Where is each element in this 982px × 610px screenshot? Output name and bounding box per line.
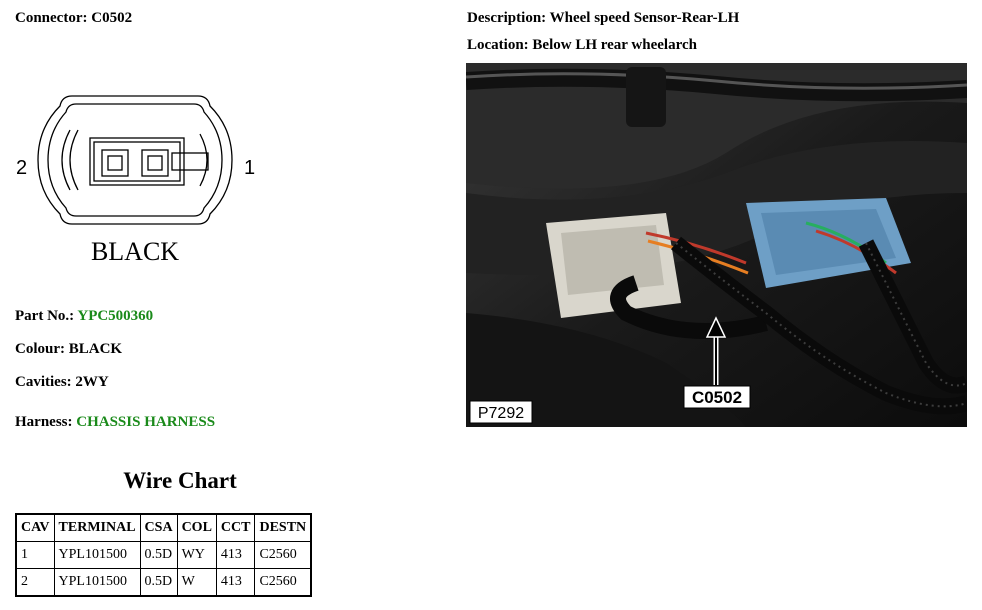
harness-link[interactable]: CHASSIS HARNESS: [76, 414, 216, 430]
harness-label: Harness:: [15, 414, 73, 430]
cavities-line: Cavities: 2WY: [15, 374, 109, 390]
header-csa: CSA: [139, 513, 178, 542]
header-cav: CAV: [15, 513, 55, 542]
harness-line: Harness: CHASSIS HARNESS: [15, 414, 215, 431]
header-col: COL: [176, 513, 217, 542]
connector-location-photo: C0502 P7292: [466, 63, 967, 427]
cell-cav: 2: [15, 568, 55, 597]
wire-chart-title: Wire Chart: [123, 468, 237, 493]
wire-chart-table: CAV TERMINAL CSA COL CCT DESTN 1 YPL1015…: [15, 513, 313, 597]
location-text: Location: Below LH rear wheelarch: [467, 37, 697, 53]
part-number-line: Part No.: YPC500360: [15, 308, 153, 325]
cell-cav: 1: [15, 541, 55, 569]
part-number-label: Part No.:: [15, 308, 75, 324]
cell-cct: 413: [215, 541, 256, 569]
description-text: Description: Wheel speed Sensor-Rear-LH: [467, 10, 740, 26]
header-cct: CCT: [215, 513, 256, 542]
part-number-link[interactable]: YPC500360: [77, 308, 154, 324]
photo-reference-label: P7292: [478, 405, 524, 422]
cell-csa: 0.5D: [139, 568, 178, 597]
cell-col: WY: [176, 541, 217, 569]
colour-line: Colour: BLACK: [15, 341, 123, 357]
header-terminal: TERMINAL: [53, 513, 141, 542]
table-header-row: CAV TERMINAL CSA COL CCT DESTN: [15, 513, 312, 542]
cell-col: W: [176, 568, 217, 597]
table-row: 1 YPL101500 0.5D WY 413 C2560: [15, 541, 312, 569]
table-row: 2 YPL101500 0.5D W 413 C2560: [15, 568, 312, 597]
connector-title: Connector: C0502: [15, 10, 133, 26]
header-destn: DESTN: [254, 513, 312, 542]
connector-color-label: BLACK: [91, 237, 179, 266]
connector-face-diagram: 2 1 BLACK: [16, 95, 255, 266]
cell-terminal: YPL101500: [53, 541, 141, 569]
cell-destn: C2560: [254, 541, 312, 569]
cell-destn: C2560: [254, 568, 312, 597]
cell-terminal: YPL101500: [53, 568, 141, 597]
photo-callout-label: C0502: [692, 388, 742, 407]
pin-label-right: 1: [244, 157, 255, 179]
cell-csa: 0.5D: [139, 541, 178, 569]
pin-label-left: 2: [16, 157, 27, 179]
cell-cct: 413: [215, 568, 256, 597]
